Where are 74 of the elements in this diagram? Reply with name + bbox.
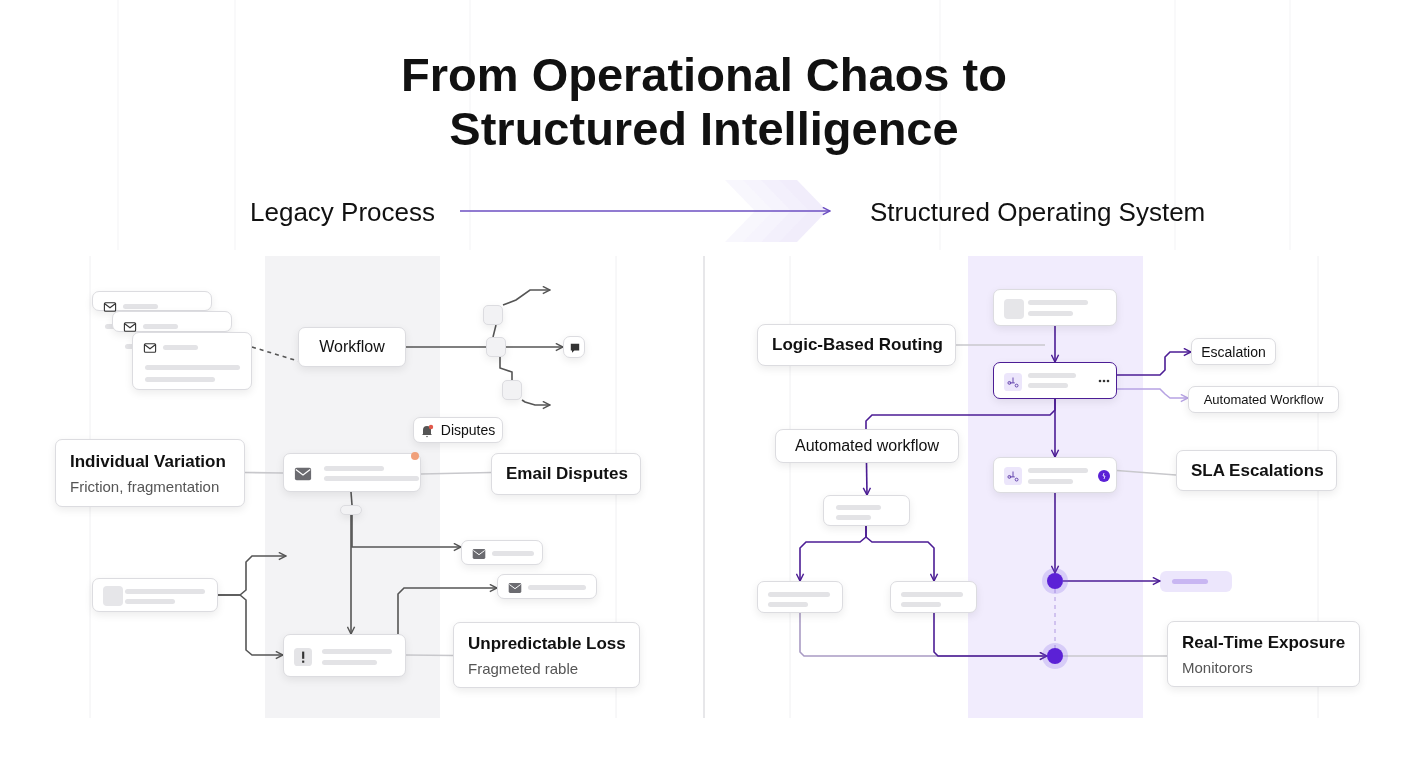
- connector-line: [244, 471, 284, 474]
- label-card: [298, 327, 406, 367]
- placeholder-card: [497, 574, 597, 599]
- arrow: [459, 206, 831, 216]
- arrow: [1062, 576, 1161, 586]
- connector-line: [405, 654, 454, 657]
- node-title: Escalation: [1201, 343, 1266, 360]
- connector-line: [1116, 469, 1177, 476]
- placeholder-card: [502, 380, 522, 400]
- arrow: [862, 462, 872, 496]
- arrow: [505, 342, 564, 352]
- label-card: [1176, 450, 1337, 491]
- node-title: Legacy Process: [250, 196, 435, 228]
- placeholder-card: [283, 634, 406, 677]
- node-title: Email Disputes: [506, 464, 626, 484]
- label-card: [55, 439, 245, 507]
- node-title: Workflow: [319, 338, 385, 356]
- arrow: [397, 583, 498, 635]
- placeholder-card: [483, 305, 503, 325]
- connector-line: [955, 344, 1046, 346]
- node-subtitle: Friction, fragmentation: [70, 477, 221, 495]
- node-title: Automated Workflow: [1203, 392, 1324, 407]
- node-title: Automated workflow: [794, 437, 940, 455]
- title: From Operational Chaos to Structured Intelligence: [400, 48, 1008, 156]
- arrow: [502, 285, 551, 306]
- tag-chip: [413, 417, 503, 443]
- label-card: [453, 622, 640, 688]
- connector-line: [492, 324, 497, 338]
- connector-line: [1054, 588, 1056, 649]
- arrow: [351, 514, 462, 552]
- node-title: Real-Time Exposure: [1182, 632, 1345, 653]
- placeholder-card: [563, 336, 585, 358]
- connector-line: [405, 346, 487, 348]
- connector-line: [420, 471, 492, 475]
- connector-line: [1062, 655, 1168, 657]
- connector-line: [350, 491, 353, 506]
- placeholder-card: [993, 457, 1117, 493]
- node-title: Individual Variation: [70, 451, 227, 472]
- node-subtitle: Fragmeted rable: [468, 659, 580, 677]
- placeholder-card: [757, 581, 843, 613]
- tag-chip: [1191, 338, 1276, 365]
- arrow: [1116, 388, 1189, 403]
- node-title: SLA Escalations: [1191, 460, 1322, 481]
- placeholder-card: [823, 495, 910, 526]
- node-title: Logic-Based Routing: [772, 335, 941, 355]
- arrow: [521, 399, 551, 410]
- label-card: [775, 429, 959, 463]
- placeholder-card: [486, 337, 506, 357]
- arrow: [1050, 398, 1060, 458]
- arrow: [865, 525, 939, 582]
- node-title: Structured Operating System: [870, 196, 1206, 228]
- placeholder-card: [461, 540, 543, 565]
- arrow: [933, 612, 1048, 661]
- placeholder-card: [993, 362, 1117, 399]
- arrow: [217, 594, 284, 660]
- placeholder-card: [283, 453, 421, 492]
- node-title: Unpredictable Loss: [468, 633, 625, 654]
- placeholder-card: [340, 505, 362, 515]
- label-card: [491, 453, 641, 495]
- status-bar: [1160, 571, 1232, 592]
- label-card: [1188, 386, 1339, 413]
- arrow: [1116, 347, 1192, 376]
- arrow: [1050, 325, 1060, 363]
- connector-line: [499, 356, 513, 381]
- placeholder-card: [993, 289, 1117, 326]
- label-card: [1167, 621, 1360, 687]
- label-card: [757, 324, 956, 366]
- placeholder-card: [890, 581, 977, 613]
- placeholder-card: [92, 578, 218, 612]
- arrow: [346, 514, 356, 635]
- node-title: Disputes: [440, 422, 496, 438]
- node-subtitle: Monitorors: [1182, 658, 1254, 676]
- arrow: [1050, 492, 1060, 574]
- placeholder-card: [132, 332, 252, 390]
